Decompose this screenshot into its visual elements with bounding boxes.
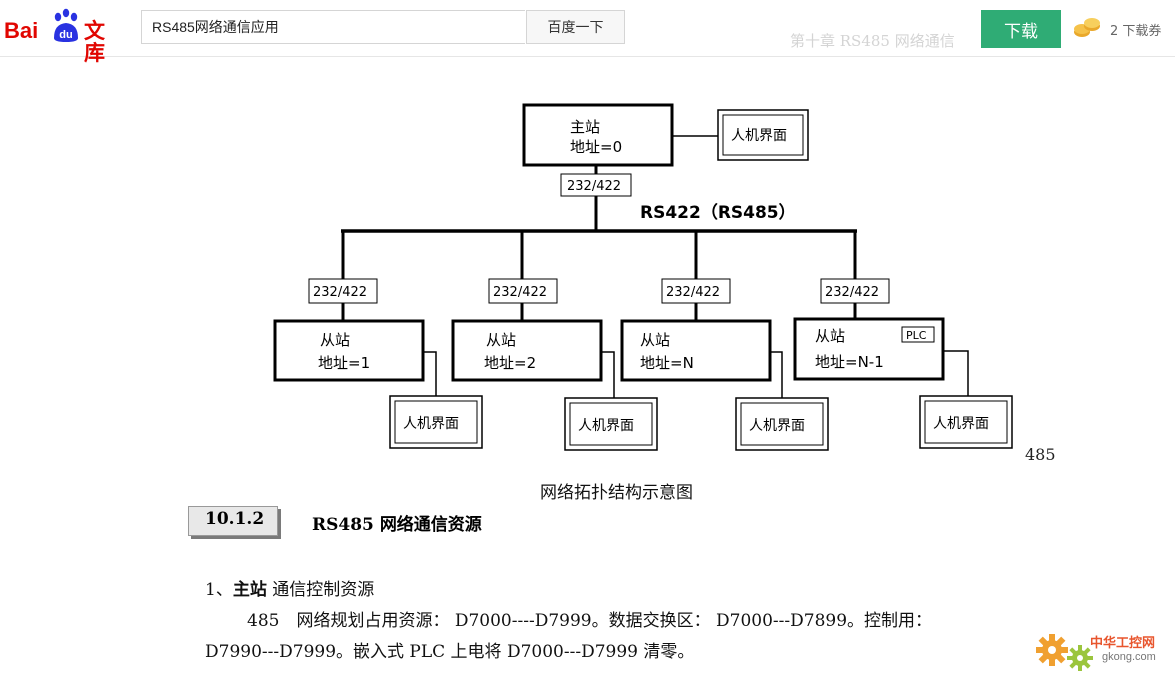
search-button[interactable]: 百度一下 xyxy=(526,10,625,44)
paragraph-line-1: 485 网络规划占用资源： D7000----D7999。数据交换区： D700… xyxy=(247,611,933,631)
master-address: 地址=0 xyxy=(570,138,622,156)
slave-1-converter-label: 232/422 xyxy=(313,285,367,300)
slave-2-box xyxy=(451,319,603,382)
logo-text-wenku: 文库 xyxy=(84,19,105,65)
logo-text-du: du xyxy=(59,29,72,41)
page-number: 485 xyxy=(1025,445,1056,464)
slave-1-hmi-label: 人机界面 xyxy=(403,416,459,432)
slave-n1-address: 地址=N-1 xyxy=(815,353,884,371)
slave-2-address: 地址=2 xyxy=(484,354,536,372)
slave-n-converter-box xyxy=(661,278,731,304)
network-topology-diagram: 主站 地址=0 人机界面 232/422 RS422（RS485） 232/42… xyxy=(273,103,1013,451)
slave-1-hmi-box xyxy=(389,395,483,449)
slave-n-box xyxy=(620,319,772,382)
master-station-box xyxy=(522,103,674,167)
slave-n1-label: 从站 xyxy=(815,327,845,345)
slave-1-label: 从站 xyxy=(320,331,350,349)
slave-n-converter-label: 232/422 xyxy=(666,285,720,300)
coupon-icon xyxy=(1074,18,1100,37)
section-title-text: 网络通信资源 xyxy=(379,515,482,535)
slave-n1-converter-label: 232/422 xyxy=(825,285,879,300)
watermark-text: 中华工控网 xyxy=(1090,636,1156,651)
paw-icon: du xyxy=(54,8,78,42)
master-label: 主站 xyxy=(570,118,600,136)
search-input[interactable] xyxy=(141,10,525,44)
item-subtitle: 通信控制资源 xyxy=(272,580,375,600)
section-number-box xyxy=(188,506,278,536)
master-converter-label: 232/422 xyxy=(567,179,621,194)
baidu-wenku-logo[interactable]: Bai du 文库 xyxy=(4,8,124,64)
paragraph-line-2: D7990---D7999。嵌入式 PLC 上电将 D7000---D7999 … xyxy=(205,642,695,662)
slave-1-address: 地址=1 xyxy=(318,354,370,372)
logo-text-bai: Bai xyxy=(4,18,39,43)
item-title: 主站 xyxy=(232,580,267,600)
master-hmi-box xyxy=(717,109,809,161)
watermark-domain: gkong.com xyxy=(1102,651,1156,663)
slave-n-hmi-label: 人机界面 xyxy=(749,418,805,434)
item-number: 1、 xyxy=(205,580,233,600)
slave-n1-hmi-box xyxy=(919,395,1013,449)
section-title: RS485 网络通信资源 xyxy=(312,510,482,535)
faded-page-header: 第十章 RS485 网络通信 xyxy=(790,32,955,50)
slave-2-hmi-label: 人机界面 xyxy=(578,418,634,434)
top-bar: Bai du 文库 百度一下 第十章 RS485 网络通信 下载 2 下载券 xyxy=(0,0,1175,64)
master-hmi-label: 人机界面 xyxy=(731,128,787,144)
item-heading: 1、主站 通信控制资源 xyxy=(205,575,374,600)
gkong-watermark-gear-icon xyxy=(1036,634,1093,671)
slave-n1-converter-box xyxy=(820,278,890,304)
slave-2-hmi-box xyxy=(564,397,658,451)
section-number: 10.1.2 xyxy=(205,509,265,529)
plc-tag-box xyxy=(901,326,935,343)
plc-tag-label: PLC xyxy=(906,329,927,342)
slave-n-hmi-box xyxy=(735,397,829,451)
coupon-count: 2 下载券 xyxy=(1110,24,1162,39)
slave-2-converter-label: 232/422 xyxy=(493,285,547,300)
slave-2-converter-box xyxy=(488,278,558,304)
slave-n-label: 从站 xyxy=(640,331,670,349)
slave-1-box xyxy=(273,319,425,382)
slave-n-address: 地址=N xyxy=(640,354,694,372)
diagram-caption: 网络拓扑结构示意图 xyxy=(540,483,693,503)
bus-label: RS422（RS485） xyxy=(640,202,796,223)
slave-n1-hmi-label: 人机界面 xyxy=(933,416,989,432)
section-title-prefix: RS485 xyxy=(312,515,374,535)
slave-1-converter-box xyxy=(308,278,378,304)
slave-2-label: 从站 xyxy=(486,331,516,349)
download-button[interactable]: 下载 xyxy=(981,10,1061,48)
